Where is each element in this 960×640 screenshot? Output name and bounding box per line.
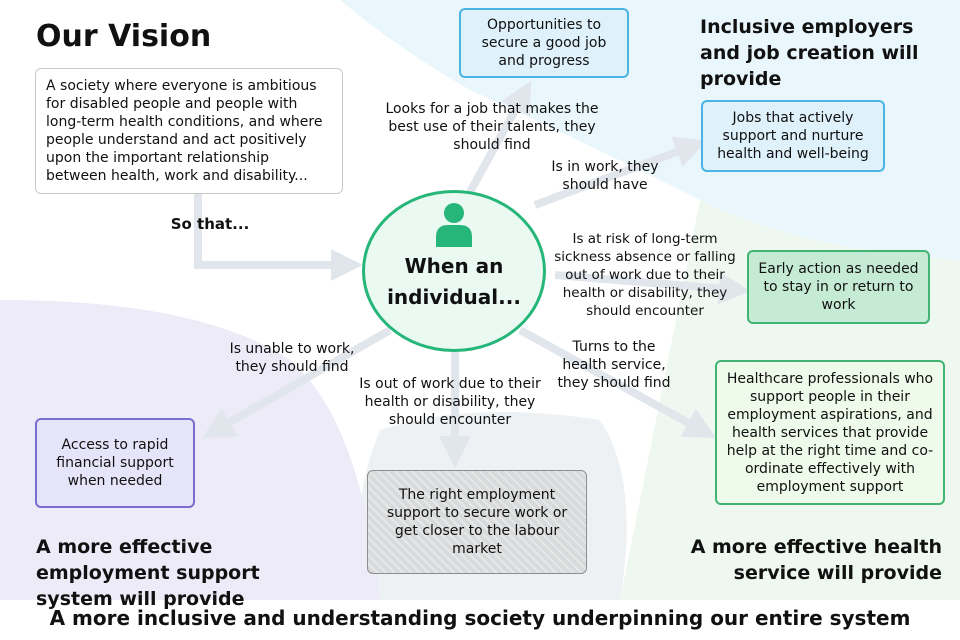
heading-employers: Inclusive employers and job creation wil… [700, 16, 919, 90]
heading-employment-system: A more effective employment support syst… [36, 536, 260, 610]
center-label: When an individual... [387, 254, 521, 309]
branch-health-service: Turns to the health service, they should… [557, 339, 671, 391]
footer-statement: A more inclusive and understanding socie… [49, 606, 911, 630]
arrow-to-opportunities [466, 80, 532, 194]
arrow-to-financial [201, 326, 392, 439]
outcome-healthcare: Healthcare professionals who support peo… [715, 360, 945, 505]
footer-band [0, 600, 960, 640]
branch-unable: Is unable to work, they should find [229, 341, 355, 375]
center-circle: When an individual... [362, 190, 546, 352]
arrow-to-healthcare [518, 326, 717, 439]
arrow-vision-to-center [194, 192, 363, 281]
vision-box: A society where everyone is ambitious fo… [35, 68, 343, 194]
branch-out-of-work: Is out of work due to their health or di… [359, 376, 541, 428]
page-title: Our Vision [36, 19, 212, 54]
outcome-early-action: Early action as needed to stay in or ret… [747, 250, 930, 324]
branch-job-search: Looks for a job that makes the best use … [385, 101, 599, 153]
so-that-label: So that... [170, 215, 250, 233]
arrow-to-early-action [554, 271, 751, 305]
outcome-jobs-support: Jobs that actively support and nurture h… [701, 100, 885, 172]
outcome-employment-support: The right employment support to secure w… [367, 470, 587, 574]
branch-at-risk: Is at risk of long-term sickness absence… [554, 231, 736, 319]
outcome-financial: Access to rapid financial support when n… [35, 418, 195, 508]
branch-in-work: Is in work, they should have [551, 159, 659, 193]
person-icon [436, 203, 472, 247]
outcome-opportunities: Opportunities to secure a good job and p… [459, 8, 629, 78]
arrow-to-jobs-support [533, 136, 707, 209]
heading-health-service: A more effective health service will pro… [690, 536, 942, 584]
